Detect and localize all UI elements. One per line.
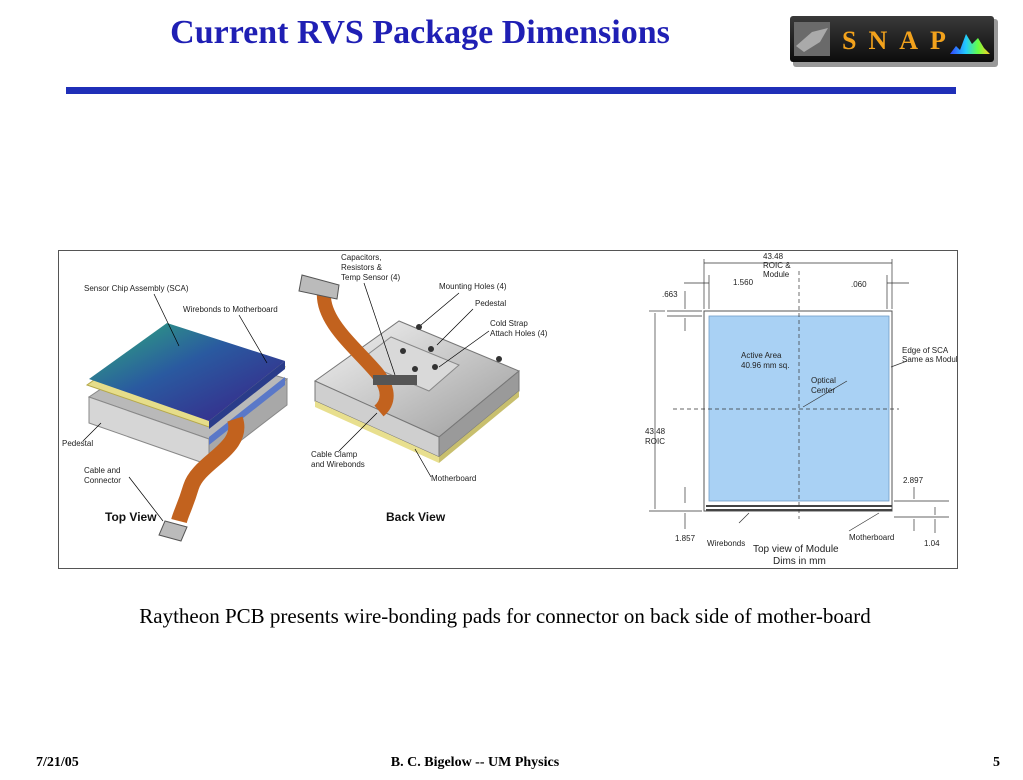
module-dimension-drawing	[649, 259, 949, 533]
label-cable-line1: Cable and	[84, 466, 120, 475]
footer-date: 7/21/05	[36, 755, 79, 770]
package-figure: Sensor Chip Assembly (SCA) Wirebonds to …	[58, 250, 958, 569]
module-view-title: Top view of Module	[753, 544, 839, 555]
label-clamp-line2: and Wirebonds	[311, 460, 365, 469]
figure-caption: Raytheon PCB presents wire-bonding pads …	[139, 604, 871, 628]
footer-author: B. C. Bigelow -- UM Physics	[390, 755, 560, 770]
label-motherboard-dim: Motherboard	[849, 533, 894, 542]
dim-1857: 1.857	[675, 534, 696, 543]
label-caps-line1: Capacitors,	[341, 253, 381, 262]
label-pedestal-top: Pedestal	[62, 439, 93, 448]
top-view-labels: Sensor Chip Assembly (SCA) Wirebonds to …	[62, 284, 278, 524]
dim-104: 1.04	[924, 539, 940, 548]
dim-060: .060	[851, 280, 867, 289]
top-view-title: Top View	[105, 510, 157, 524]
snap-logo: SNAP	[790, 16, 998, 67]
optical-center-line2: Center	[811, 386, 835, 395]
dim-top-line3: Module	[763, 270, 790, 279]
active-area-line1: Active Area	[741, 351, 782, 360]
dim-1560: 1.560	[733, 278, 754, 287]
edge-sca-line2: Same as Module	[902, 355, 957, 364]
label-sca: Sensor Chip Assembly (SCA)	[84, 284, 189, 293]
dim-left-line2: ROIC	[645, 437, 665, 446]
label-pedestal-back: Pedestal	[475, 299, 506, 308]
label-wirebonds: Wirebonds to Motherboard	[183, 305, 278, 314]
title-rule	[66, 87, 956, 94]
label-caps-line2: Resistors &	[341, 263, 383, 272]
slide-title: Current RVS Package Dimensions	[170, 14, 670, 51]
footer-page-number: 5	[993, 755, 1000, 770]
dim-663: .663	[662, 290, 678, 299]
label-caps-line3: Temp Sensor (4)	[341, 273, 400, 282]
label-clamp-line1: Cable Clamp	[311, 450, 358, 459]
dim-top-line1: 43.48	[763, 252, 784, 261]
dim-2897: 2.897	[903, 476, 924, 485]
label-cold-line2: Attach Holes (4)	[490, 329, 548, 338]
label-cable-line2: Connector	[84, 476, 121, 485]
logo-text: SNAP	[842, 26, 958, 55]
back-view-drawing	[298, 274, 520, 463]
optical-center-line1: Optical	[811, 376, 836, 385]
dim-top-line2: ROIC &	[763, 261, 791, 270]
active-area-line2: 40.96 mm sq.	[741, 361, 789, 370]
label-motherboard-back: Motherboard	[431, 474, 476, 483]
label-cold-line1: Cold Strap	[490, 319, 528, 328]
module-view-units: Dims in mm	[773, 556, 826, 567]
top-view-drawing	[85, 323, 289, 542]
dim-left-line1: 43.48	[645, 427, 666, 436]
label-mounting: Mounting Holes (4)	[439, 282, 507, 291]
back-view-title: Back View	[386, 510, 446, 524]
module-dimension-labels: 43.48 ROIC & Module 1.560 .060 .663 Acti…	[645, 252, 957, 567]
label-wirebonds-dim: Wirebonds	[707, 539, 745, 548]
edge-sca-line1: Edge of SCA	[902, 346, 949, 355]
back-view-labels: Capacitors, Resistors & Temp Sensor (4) …	[311, 253, 548, 524]
